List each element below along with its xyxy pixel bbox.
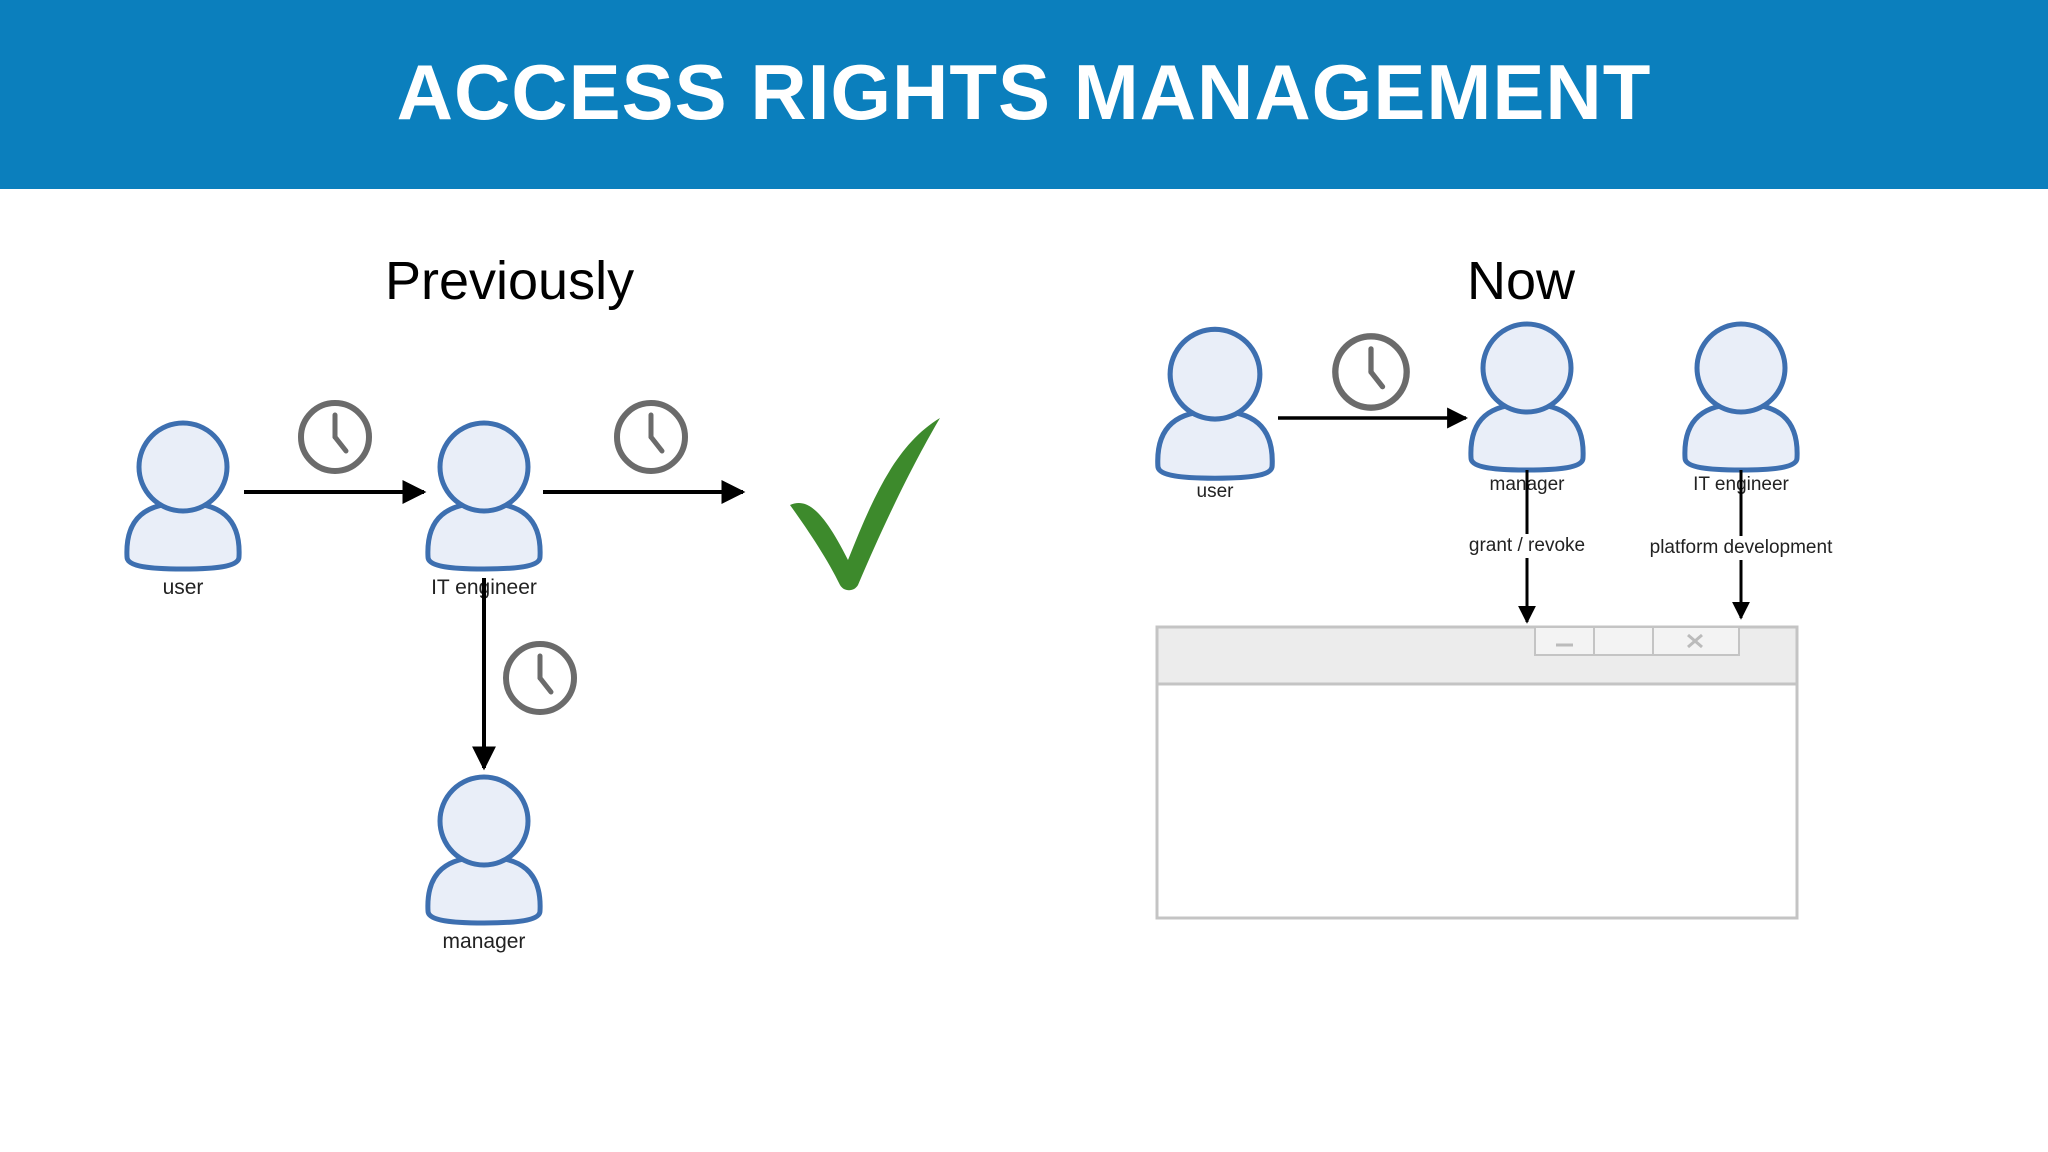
clock-icon [301,403,369,471]
maximize-icon [1593,626,1654,656]
title-bar: ACCESS RIGHTS MANAGEMENT [0,0,2048,189]
platform-development-label: platform development [1650,537,1833,558]
now-manager-node: manager [1471,324,1583,495]
now-heading: Now [1467,251,1576,311]
grant-revoke-label: grant / revoke [1469,535,1585,556]
prev-user-node: user [127,423,239,599]
checkmark-icon [790,418,940,591]
person-icon [127,423,239,569]
clock-icon [1335,336,1406,407]
clock-icon [506,644,574,712]
application-window [1155,625,1799,920]
previously-heading: Previously [385,251,635,311]
now-user-label: user [1197,481,1235,502]
person-icon [428,777,540,923]
clock-icon [617,403,685,471]
now-user-node: user [1158,329,1272,502]
now-diagram: user manager IT engineer grant / revoke … [1155,324,1833,920]
now-it-engineer-node: IT engineer [1685,324,1797,495]
person-icon [1158,329,1272,478]
prev-user-label: user [163,576,204,599]
prev-it-engineer-node: IT engineer [428,423,540,599]
person-icon [1471,324,1583,470]
prev-manager-node: manager [428,777,540,953]
prev-manager-label: manager [443,930,526,953]
close-icon-glyph [1687,633,1703,649]
slide-title: ACCESS RIGHTS MANAGEMENT [396,48,1652,136]
person-icon [1685,324,1797,470]
minimize-icon [1534,626,1595,656]
person-icon [428,423,540,569]
previously-diagram: user IT engineer manager [127,403,940,953]
